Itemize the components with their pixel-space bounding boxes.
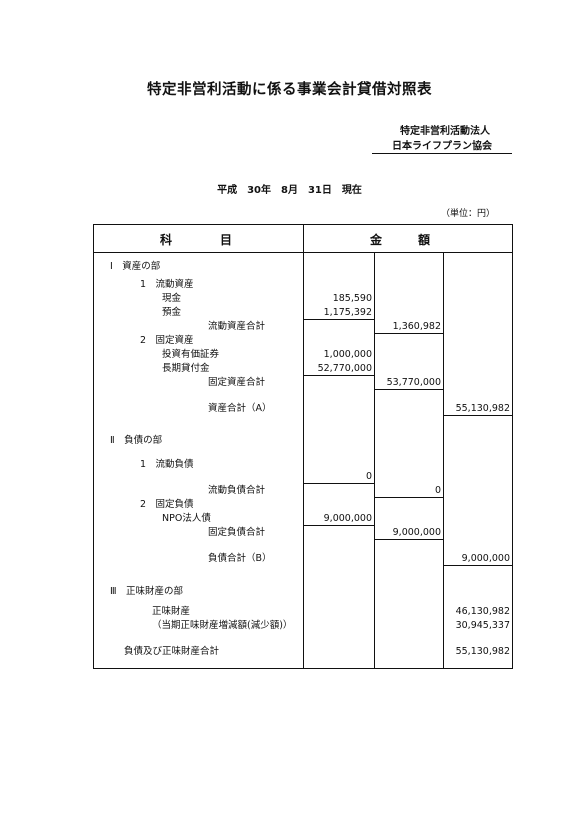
row-deposits: 預金 [162, 307, 182, 318]
rule-fixed-liabilities-total [374, 539, 443, 540]
column-divider-1 [374, 252, 375, 668]
unit-label: （単位：円） [440, 209, 495, 219]
rule-current-liabilities-total [374, 497, 443, 498]
rule-total-assets [443, 415, 513, 416]
row-total-liabilities-net-assets: 負債及び正味財産合計 [124, 646, 220, 657]
row-cash: 現金 [162, 293, 182, 304]
row-current-assets: 1 流動資産 [140, 279, 194, 290]
document-title: 特定非営利活動に係る事業会計貸借対照表 [147, 82, 432, 98]
row-net-assets-change: （当期正味財産増減額(減少額)） [152, 620, 293, 631]
column-divider-subject [303, 225, 304, 668]
value-deposits: 1,175,392 [323, 307, 372, 318]
row-total-liabilities: 負債合計（B） [208, 553, 272, 564]
row-current-assets-total: 流動資産合計 [208, 321, 266, 332]
section-net-assets: Ⅲ 正味財産の部 [110, 586, 184, 597]
value-net-assets: 46,130,982 [455, 606, 510, 617]
header-subject: 科 目 [160, 233, 233, 247]
value-current-liabilities-total: 0 [434, 485, 441, 496]
row-npo-bonds: NPO法人債 [162, 513, 211, 524]
rule-total-liabilities [443, 565, 513, 566]
rule-current-assets-total [374, 333, 443, 334]
value-npo-bonds: 9,000,000 [323, 513, 372, 524]
value-cash: 185,590 [332, 293, 372, 304]
row-fixed-assets-total: 固定資産合計 [208, 377, 266, 388]
header-amount: 金 額 [370, 233, 431, 247]
org-name: 日本ライフプラン協会 [372, 137, 512, 154]
row-total-assets: 資産合計（A） [208, 403, 272, 414]
value-long-term-loans: 52,770,000 [317, 363, 372, 374]
column-divider-2 [443, 252, 444, 668]
value-total-liabilities-net-assets: 55,130,982 [455, 646, 510, 657]
value-total-assets: 55,130,982 [455, 403, 510, 414]
section-liabilities: Ⅱ 負債の部 [110, 435, 163, 446]
value-current-liabilities: 0 [365, 471, 372, 482]
rule-deposits [303, 319, 374, 320]
row-net-assets: 正味財産 [152, 606, 191, 617]
org-type: 特定非営利活動法人 [400, 126, 490, 137]
rule-long-term-loans [303, 375, 374, 376]
value-investment-securities: 1,000,000 [323, 349, 372, 360]
row-fixed-liabilities-total: 固定負債合計 [208, 527, 266, 538]
value-current-assets-total: 1,360,982 [392, 321, 441, 332]
row-long-term-loans: 長期貸付金 [162, 363, 210, 374]
row-fixed-liabilities: 2 固定負債 [140, 499, 194, 510]
rule-npo-bonds [303, 525, 374, 526]
row-current-liabilities-total: 流動負債合計 [208, 485, 266, 496]
report-date: 平成 30年 8月 31日 現在 [217, 185, 362, 196]
value-total-liabilities: 9,000,000 [461, 553, 510, 564]
value-fixed-assets-total: 53,770,000 [386, 377, 441, 388]
section-assets: Ⅰ 資産の部 [110, 261, 161, 272]
row-investment-securities: 投資有価証券 [162, 349, 220, 360]
value-fixed-liabilities-total: 9,000,000 [392, 527, 441, 538]
row-fixed-assets: 2 固定資産 [140, 335, 194, 346]
rule-current-liabilities [303, 483, 374, 484]
row-current-liabilities: 1 流動負債 [140, 459, 194, 470]
rule-fixed-assets-total [374, 389, 443, 390]
value-net-assets-change: 30,945,337 [455, 620, 510, 631]
balance-sheet-table: 科 目 金 額 Ⅰ 資産の部 1 流動資産 現金 預金 流動資産合計 2 固定資… [93, 224, 513, 669]
